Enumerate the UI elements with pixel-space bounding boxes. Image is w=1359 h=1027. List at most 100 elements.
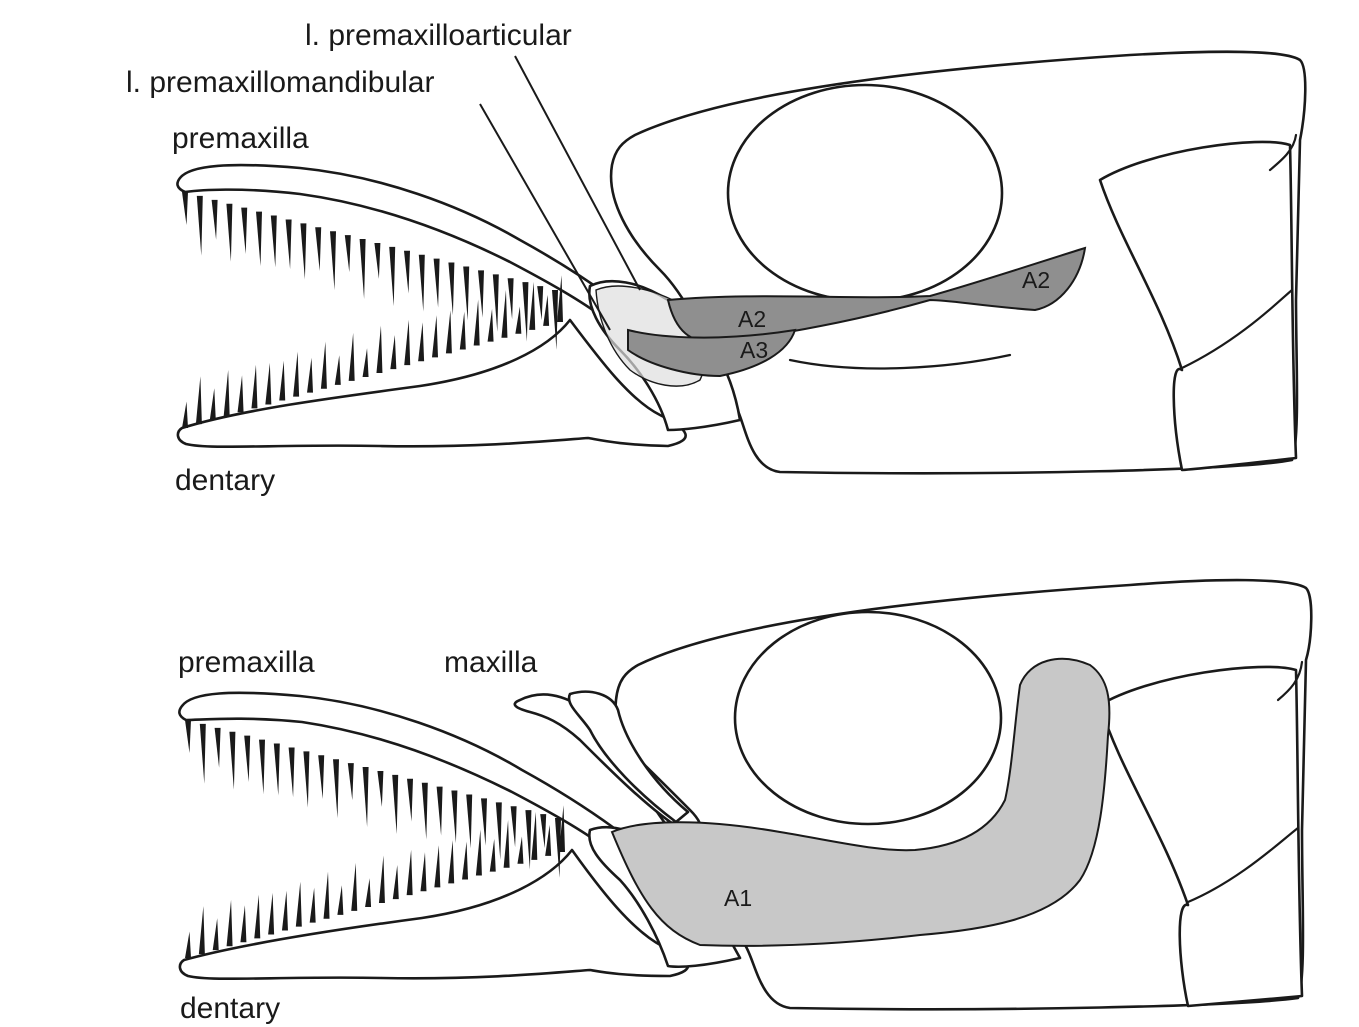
tooth: [466, 794, 473, 849]
tooth: [475, 829, 482, 876]
tooth: [320, 341, 327, 389]
tooth: [557, 275, 563, 322]
top-lower-teeth: [182, 275, 563, 428]
tooth: [285, 219, 292, 270]
label-bottom-dentary: dentary: [180, 992, 280, 1025]
tooth: [531, 811, 538, 860]
tooth: [445, 310, 452, 354]
top-opercle: [1098, 140, 1298, 472]
tooth: [545, 824, 552, 856]
bottom-preopercle-edge: [1276, 660, 1304, 702]
top-dentary-bone: [176, 318, 687, 449]
tooth: [407, 778, 413, 822]
tooth: [226, 203, 233, 262]
tooth: [537, 286, 544, 321]
tooth: [377, 770, 384, 807]
tooth: [515, 306, 522, 334]
tooth: [436, 786, 443, 836]
tooth: [362, 767, 369, 828]
tooth: [418, 254, 425, 312]
tooth: [459, 311, 466, 350]
tooth: [362, 348, 369, 377]
tooth: [265, 362, 272, 405]
bottom-muscle-a1: [610, 657, 1111, 947]
tooth: [279, 360, 286, 401]
tooth: [226, 899, 233, 947]
tooth: [318, 755, 325, 799]
tooth: [392, 864, 399, 900]
tooth: [268, 892, 275, 935]
tooth: [344, 235, 351, 273]
tooth: [196, 195, 203, 256]
tooth: [389, 246, 396, 307]
tooth: [463, 266, 470, 321]
tooth: [334, 355, 341, 385]
top-premaxilla-bone: [176, 163, 614, 320]
label-premaxillomandibular: l. premaxillomandibular: [126, 66, 434, 99]
tooth: [198, 906, 205, 955]
tooth: [211, 199, 218, 240]
tooth: [374, 242, 381, 279]
tooth: [348, 332, 355, 381]
bottom-orbit: [733, 610, 1003, 826]
bottom-opercle: [1098, 665, 1304, 1008]
tooth: [421, 782, 428, 840]
tooth: [333, 759, 339, 819]
tooth: [390, 334, 397, 370]
tooth: [507, 278, 514, 320]
tooth: [501, 290, 508, 338]
label-bottom-premaxilla: premaxilla: [178, 646, 315, 679]
tooth: [448, 262, 455, 316]
tooth: [433, 258, 440, 308]
tooth: [540, 814, 547, 849]
label-bottom-maxilla: maxilla: [444, 646, 538, 679]
label-top-premaxilla: premaxilla: [172, 122, 309, 155]
tooth: [259, 739, 265, 795]
tooth: [434, 845, 441, 888]
tooth: [300, 223, 307, 280]
label-top-a2-back: A2: [1022, 267, 1050, 293]
tooth: [212, 918, 219, 951]
tooth: [365, 878, 372, 907]
tooth: [406, 849, 413, 896]
tooth: [517, 836, 524, 864]
tooth: [420, 852, 427, 892]
top-preopercle-edge: [1268, 133, 1298, 172]
top-panel: l. premaxilloarticular l. premaxillomand…: [126, 19, 1307, 497]
tooth: [182, 401, 188, 428]
tooth: [241, 207, 248, 255]
tooth: [359, 239, 366, 300]
tooth: [288, 747, 295, 798]
top-muscle-a3: [627, 328, 797, 378]
tooth: [244, 735, 251, 783]
tooth: [323, 871, 330, 919]
top-leader-premaxilloarticular: [514, 55, 641, 291]
tooth: [281, 890, 288, 931]
tooth: [270, 215, 277, 268]
tooth: [378, 855, 385, 904]
top-opercle-seam: [1180, 288, 1294, 370]
tooth: [487, 308, 494, 342]
tooth: [552, 290, 558, 350]
tooth: [185, 931, 191, 958]
tooth: [309, 887, 316, 923]
bottom-upper-teeth: [185, 720, 561, 878]
tooth: [492, 274, 499, 332]
tooth: [330, 231, 336, 291]
tooth: [392, 774, 399, 835]
tooth: [185, 720, 191, 753]
tooth: [489, 838, 496, 872]
tooth: [529, 281, 536, 330]
tooth: [229, 731, 236, 790]
bottom-opercle-seam: [1186, 826, 1300, 904]
tooth: [214, 727, 221, 768]
tooth: [473, 299, 480, 346]
bottom-maxilla-head: [567, 690, 690, 824]
tooth: [337, 885, 344, 915]
tooth: [376, 325, 383, 374]
tooth: [251, 364, 258, 409]
tooth: [307, 357, 313, 393]
bottom-panel: premaxilla maxilla dentary A1: [178, 578, 1313, 1025]
